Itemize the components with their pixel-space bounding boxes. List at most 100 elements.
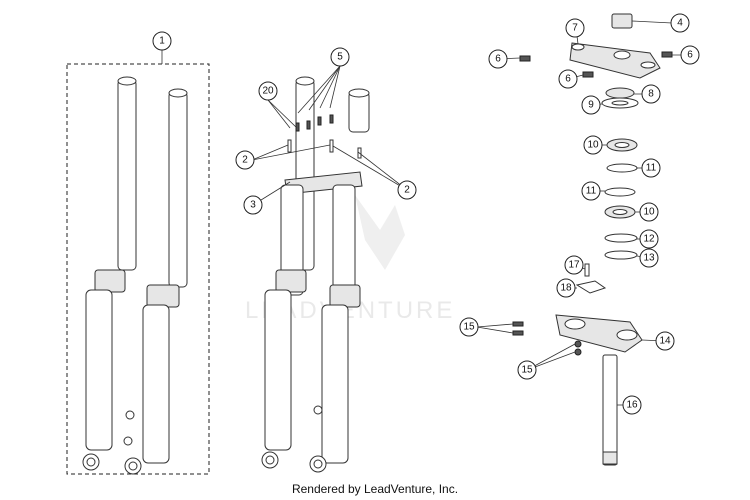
fork-slider-right [142, 304, 170, 464]
lower-clamp-bolt-1 [512, 321, 524, 327]
callout-7[interactable]: 7 [565, 18, 585, 38]
callout-1[interactable]: 1 [152, 31, 172, 51]
svg-text:8: 8 [648, 89, 654, 100]
svg-text:6: 6 [495, 54, 501, 65]
bearing-race-ring [604, 233, 638, 243]
dust-seal-lower [604, 187, 636, 197]
callout-2-right[interactable]: 2 [397, 180, 417, 200]
exploded-slider-left [264, 289, 292, 451]
svg-text:3: 3 [250, 200, 256, 211]
exploded-tube-right-top [348, 91, 370, 133]
svg-text:12: 12 [643, 234, 655, 245]
lower-clamp-bolt-3 [574, 340, 582, 348]
fork-clamp-left [94, 269, 126, 293]
upper-clamp-bolt-right [661, 51, 673, 58]
lower-clamp-hole-left [564, 318, 586, 330]
callout-17[interactable]: 17 [564, 255, 584, 275]
fork-assembly-exploded [261, 76, 370, 473]
caliper-mount-upper [123, 436, 133, 446]
callout-6-lower[interactable]: 6 [558, 69, 578, 89]
svg-text:15: 15 [521, 365, 533, 376]
stem-nut [611, 13, 633, 29]
lower-clamp-hole-right [616, 329, 638, 341]
fork-assembly-left [82, 76, 188, 475]
callout-13[interactable]: 13 [639, 248, 659, 268]
exploded-clamp-left [275, 269, 307, 293]
pinch-bolt-3 [317, 116, 322, 126]
fork-tube-cap-left [117, 76, 137, 86]
axle-lug-left-hole [86, 457, 96, 467]
callout-4[interactable]: 4 [670, 13, 690, 33]
callout-10-lower[interactable]: 10 [639, 202, 659, 222]
callout-15-upper[interactable]: 15 [459, 317, 479, 337]
svg-text:4: 4 [677, 18, 683, 29]
callout-5[interactable]: 5 [330, 47, 350, 67]
steering-stem-exploded [512, 13, 673, 466]
axle-lug-right-hole [128, 461, 138, 471]
svg-text:18: 18 [560, 283, 572, 294]
callout-16[interactable]: 16 [622, 395, 642, 415]
callout-6-left[interactable]: 6 [488, 49, 508, 69]
callout-6-right[interactable]: 6 [680, 45, 700, 65]
callout-8[interactable]: 8 [641, 84, 661, 104]
caliper-mount-lower [125, 410, 135, 420]
fork-cap-screw-left [287, 139, 292, 153]
bearing-seal-ring [604, 250, 638, 260]
upper-clamp-hole-right [640, 61, 656, 69]
svg-text:1: 1 [159, 36, 165, 47]
callout-12[interactable]: 12 [639, 229, 659, 249]
bearing-upper-race [614, 142, 630, 148]
lower-clamp-bolt-4 [574, 348, 582, 356]
fork-tube-cap-right [168, 88, 188, 98]
svg-text:14: 14 [659, 336, 671, 347]
fork-clamp-right [146, 284, 180, 308]
exploded-tube-right-cap [348, 88, 370, 98]
footer-credit: Rendered by LeadVenture, Inc. [291, 482, 459, 496]
svg-text:2: 2 [242, 155, 248, 166]
exploded-caliper-mount [313, 405, 323, 415]
stopper-screw [584, 263, 590, 277]
exploded-tube-left-cap [295, 76, 315, 86]
svg-text:17: 17 [568, 260, 580, 271]
svg-text:6: 6 [565, 74, 571, 85]
fork-tube-left [117, 79, 137, 271]
callout-11-lower[interactable]: 11 [581, 181, 601, 201]
svg-text:11: 11 [586, 186, 597, 197]
svg-text:15: 15 [463, 322, 475, 333]
callout-18[interactable]: 18 [556, 278, 576, 298]
svg-text:9: 9 [588, 100, 594, 111]
exploded-tube-left-lower [280, 184, 304, 296]
svg-text:5: 5 [337, 52, 343, 63]
callout-20[interactable]: 20 [258, 81, 278, 101]
exploded-slider-right [321, 304, 349, 464]
upper-clamp-hole-left [571, 43, 585, 51]
callout-2-left[interactable]: 2 [235, 150, 255, 170]
callout-14[interactable]: 14 [655, 331, 675, 351]
stem-adjust-nut [605, 87, 635, 99]
fork-cap-screw-mid [329, 139, 334, 153]
exploded-axle-lug-left-hole [265, 455, 275, 465]
pinch-bolt-2 [306, 120, 311, 130]
callout-3[interactable]: 3 [243, 195, 263, 215]
watermark-logo-icon [355, 195, 405, 270]
upper-clamp-hole-center [613, 50, 631, 60]
exploded-axle-lug-right-hole [313, 459, 323, 469]
callout-11-upper[interactable]: 11 [641, 158, 661, 178]
svg-text:6: 6 [687, 50, 693, 61]
stem-washer-hole [611, 100, 629, 106]
svg-text:16: 16 [626, 400, 638, 411]
exploded-tube-right-lower [332, 184, 356, 296]
lower-clamp-bolt-2 [512, 330, 524, 336]
exploded-clamp-right [329, 284, 361, 308]
fork-slider-left [85, 289, 113, 451]
dust-seal-upper [606, 163, 638, 173]
callout-15-lower[interactable]: 15 [517, 360, 537, 380]
callout-10-upper[interactable]: 10 [583, 135, 603, 155]
callout-9[interactable]: 9 [581, 95, 601, 115]
upper-triple-clamp [569, 42, 661, 79]
svg-text:11: 11 [646, 163, 657, 174]
svg-text:10: 10 [587, 140, 599, 151]
bearing-lower-race [612, 209, 628, 215]
svg-text:20: 20 [262, 86, 274, 97]
steering-stem-shaft [602, 354, 618, 466]
